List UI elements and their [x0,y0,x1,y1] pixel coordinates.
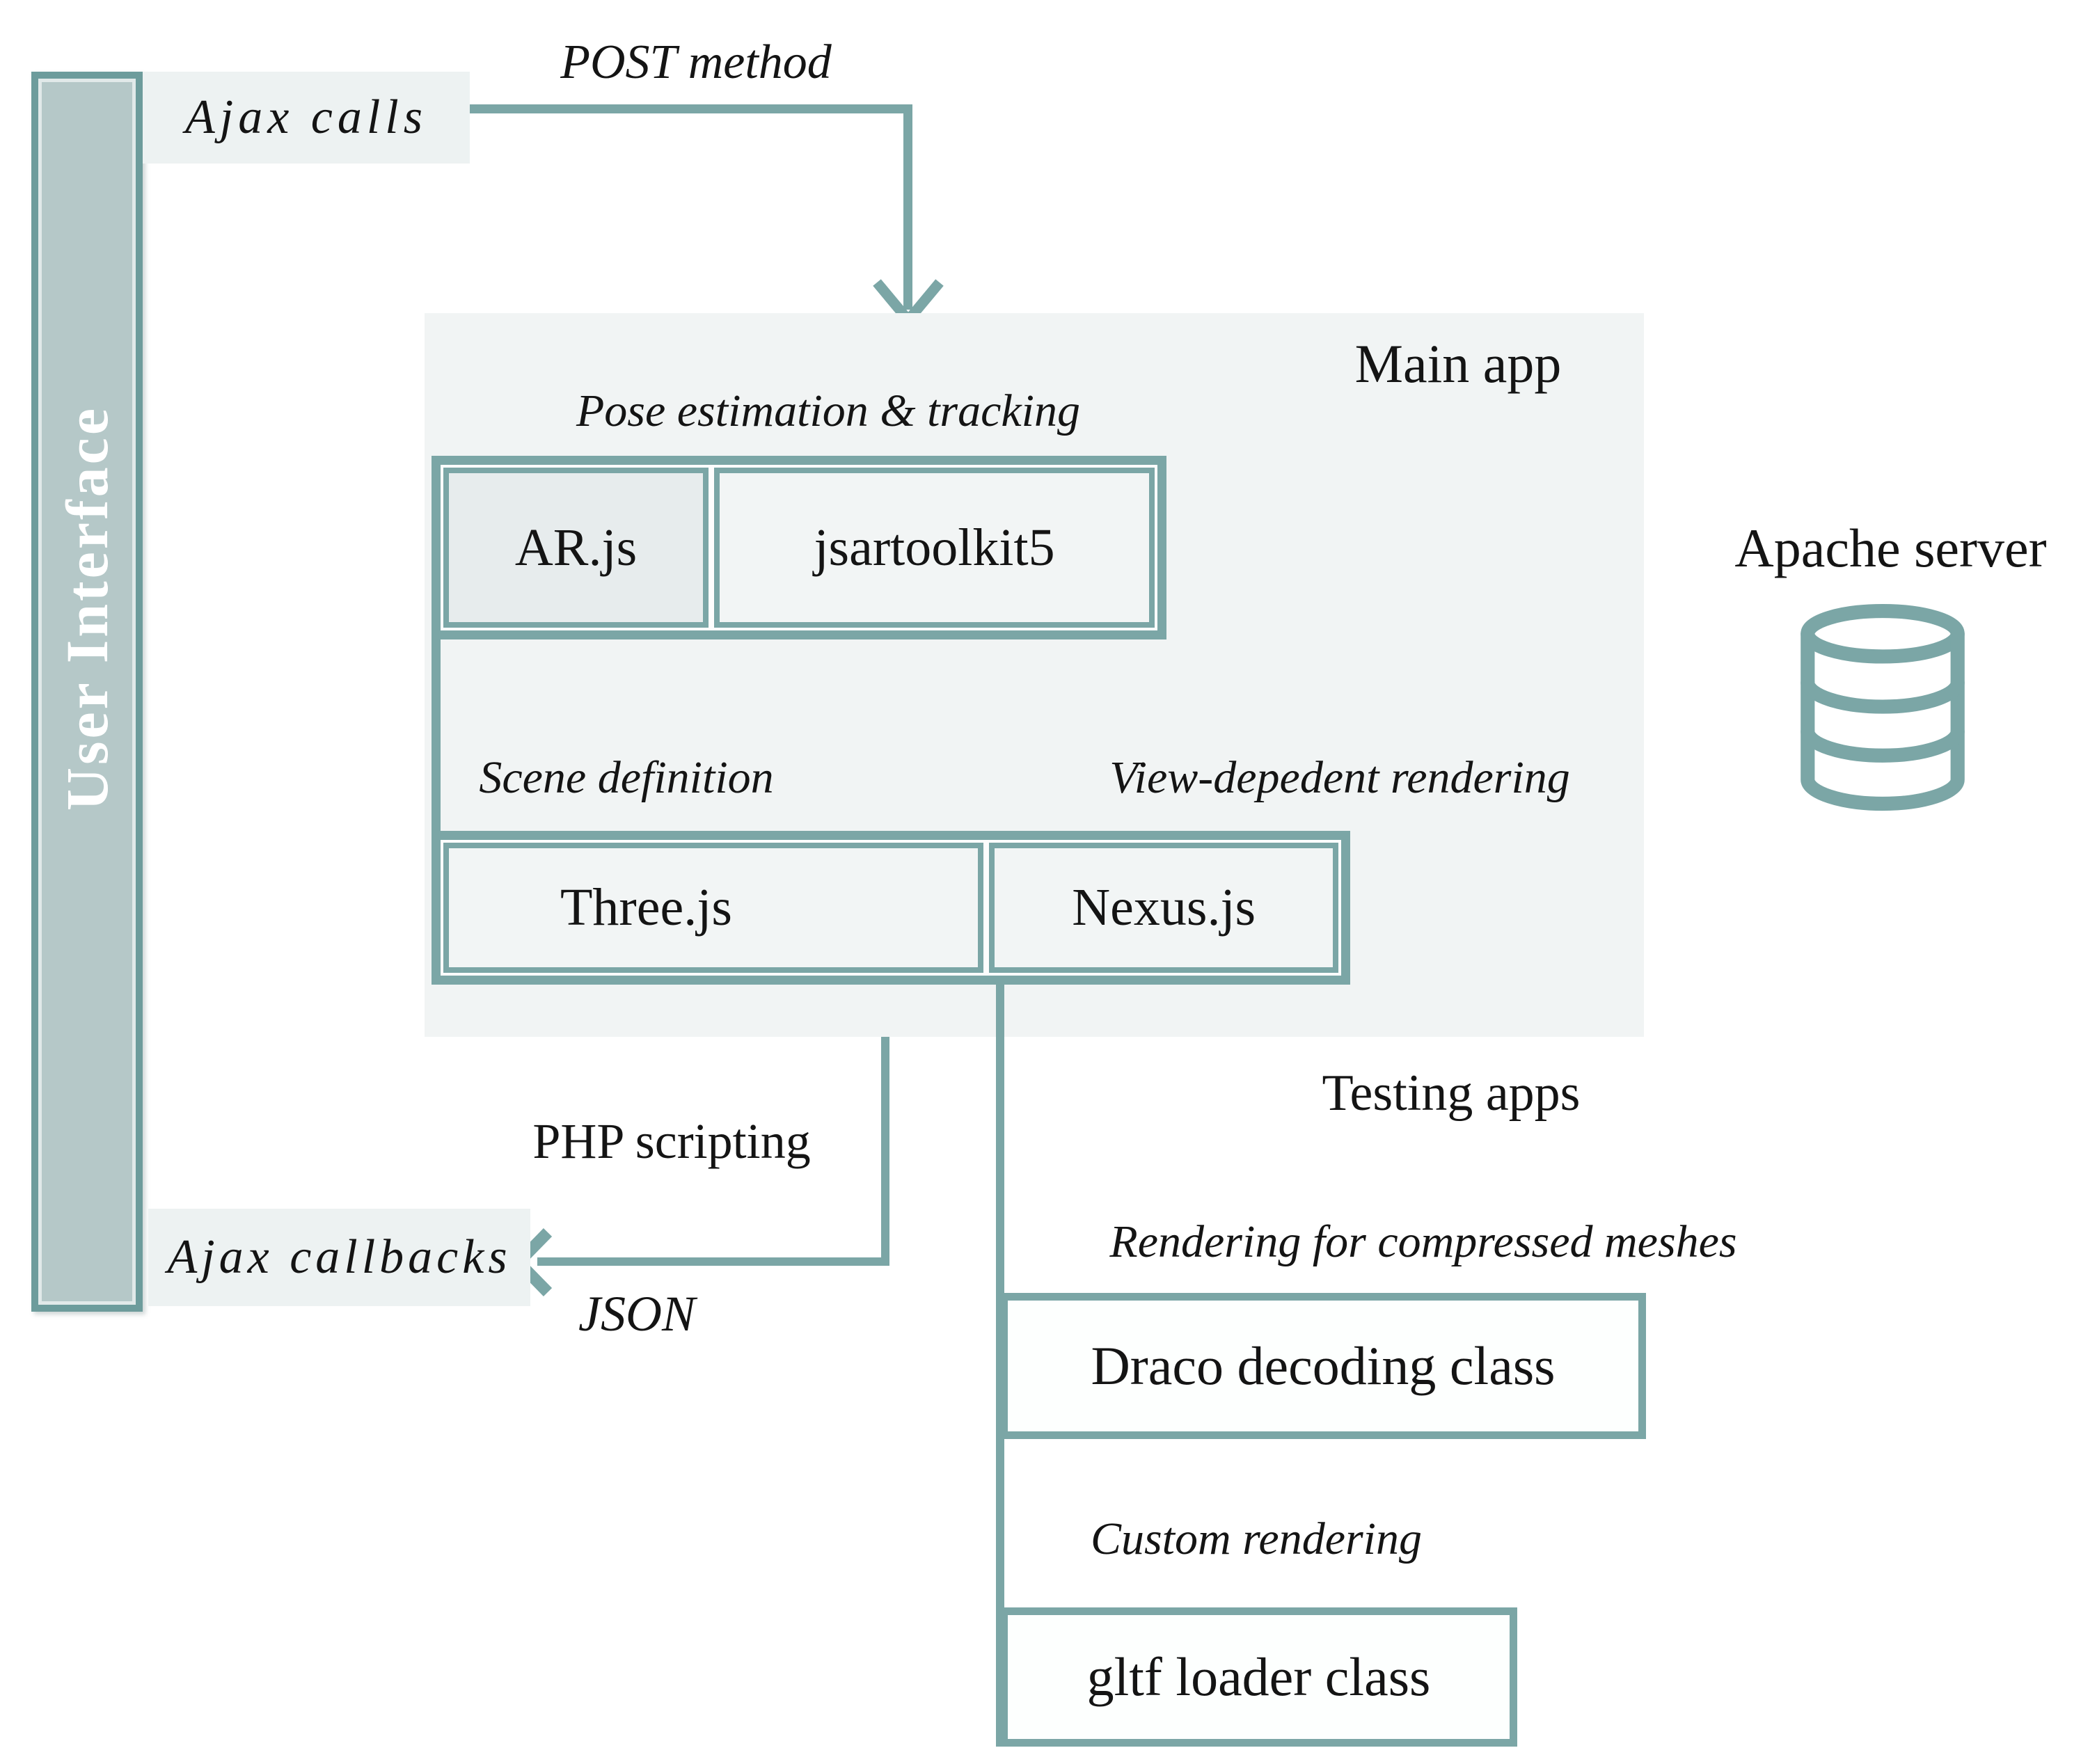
ajax-calls-label: Ajax calls [143,72,470,164]
user-interface-label: User Interface [54,405,120,811]
rendering-compressed-meshes-label: Rendering for compressed meshes [1109,1216,1737,1267]
pose-table: AR.js jsartoolkit5 [432,456,1166,639]
jsartoolkit5-box: jsartoolkit5 [714,468,1155,628]
pose-to-scene-connector-line [432,638,441,833]
scene-definition-label: Scene definition [479,752,774,803]
draco-decoding-class-box: Draco decoding class [1000,1293,1646,1439]
scene-table: Three.js Nexus.js [432,831,1350,985]
nexusjs-box: Nexus.js [989,843,1338,973]
post-arrow-horizontal-line [470,104,912,113]
pose-estimation-label: Pose estimation & tracking [576,385,1081,436]
php-scripting-label: PHP scripting [532,1113,811,1169]
custom-rendering-label: Custom rendering [1090,1513,1423,1564]
arjs-box: AR.js [443,468,709,628]
post-arrow-vertical-line [903,104,912,310]
threejs-box: Three.js [443,843,984,973]
php-vertical-line [881,1037,889,1262]
apache-server-label: Apache server [1734,517,2047,578]
main-app-title: Main app [1354,333,1562,394]
json-arrow-horizontal-line [537,1257,889,1266]
database-icon [1801,603,1965,811]
gltf-loader-class-box: gltf loader class [1000,1607,1517,1747]
user-interface-bar: User Interface [31,72,143,1312]
post-method-label: POST method [560,35,832,89]
ajax-callbacks-label: Ajax callbacks [148,1209,530,1306]
json-label: JSON [578,1285,695,1342]
view-dependent-rendering-label: View-depedent rendering [1109,752,1570,803]
testing-apps-title: Testing apps [1322,1064,1581,1122]
